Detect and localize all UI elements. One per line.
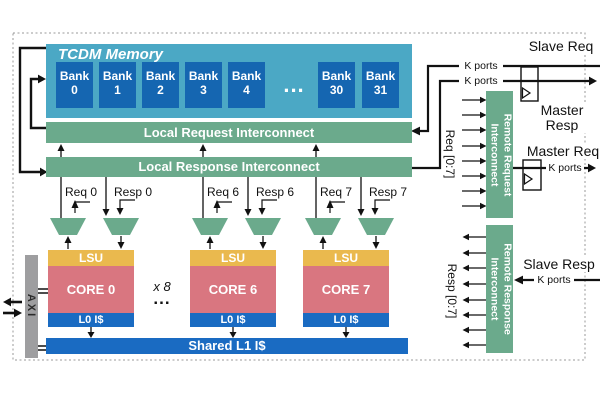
k-ports-label-slave-resp: K ports <box>534 274 574 286</box>
times-8-label: x 8 <box>153 279 171 294</box>
register-clock-triangle <box>523 172 534 186</box>
k-ports-label-slave-req: K ports <box>459 60 503 72</box>
arrowhead-down <box>258 208 266 215</box>
axi-label: AXI <box>25 293 37 319</box>
remote-response-line1: Remote Response <box>501 243 513 335</box>
arrowhead <box>357 209 365 216</box>
resp-mux-trapezoid <box>358 218 394 235</box>
arrowhead-up <box>71 200 79 208</box>
resp-range-label: Resp [0:7] <box>445 263 459 319</box>
arrowhead <box>229 332 237 338</box>
req-mux-trapezoid <box>192 218 228 235</box>
arrowhead <box>87 332 95 338</box>
arrowhead <box>342 332 350 338</box>
req-range-label: Req [0:7] <box>443 129 457 179</box>
remote-response-interconnect: Remote Response Interconnect <box>486 225 513 353</box>
axi-port-bar: AXI <box>25 255 38 358</box>
arrowhead <box>372 242 380 249</box>
arrowhead-into-tcdm <box>38 74 46 84</box>
core-0: CORE 0 <box>48 266 134 313</box>
core-7: CORE 7 <box>303 266 389 313</box>
resp-mux-trapezoid <box>103 218 139 235</box>
resp7-direction-arrow <box>374 199 390 209</box>
slave-req-label: Slave Req <box>522 39 600 54</box>
k-ports-label-master-resp: K ports <box>459 75 503 87</box>
arrowhead-down <box>371 208 379 215</box>
arrowhead-up <box>326 200 334 208</box>
slave-resp-label: Slave Resp <box>518 257 600 272</box>
arrowhead <box>64 236 72 243</box>
k-ports-label-master-req: K ports <box>546 162 584 174</box>
resp-mux-trapezoid <box>245 218 281 235</box>
arrowhead-into-remote-response <box>514 275 523 285</box>
arrowhead-down <box>116 208 124 215</box>
lsu-core0: LSU <box>48 250 134 266</box>
remote-request-line1: Remote Request <box>501 113 513 196</box>
l0-cache-core7: L0 I$ <box>303 313 389 327</box>
local-request-interconnect: Local Request Interconnect <box>46 122 412 143</box>
resp-stub-arrowheads <box>462 233 469 349</box>
local-response-interconnect: Local Response Interconnect <box>46 157 412 177</box>
arrowhead-master-req-out <box>588 163 596 173</box>
arrowhead <box>319 236 327 243</box>
arrowhead-master-resp-out <box>589 76 597 86</box>
axi-bus-connectors <box>38 288 48 351</box>
tcdm-title: TCDM Memory <box>58 46 164 63</box>
register-clock-triangle <box>521 86 532 100</box>
arrowhead-axi-out <box>3 297 11 307</box>
req-mux-trapezoid <box>305 218 341 235</box>
l0-cache-core0: L0 I$ <box>48 313 134 327</box>
req0-label: Req 0 <box>64 185 98 199</box>
core-6: CORE 6 <box>190 266 276 313</box>
wire-slave-req <box>420 64 600 133</box>
cluster-dashed-border <box>12 32 586 361</box>
arrowhead <box>259 242 267 249</box>
arrowhead <box>312 144 320 151</box>
remote-request-line2: Interconnect <box>488 122 500 186</box>
resp6-direction-arrow <box>261 199 277 209</box>
bank-ellipsis: ... <box>283 72 305 97</box>
l0-cache-core6: L0 I$ <box>190 313 276 327</box>
lsu-core6: LSU <box>190 250 276 266</box>
req-stub-arrows <box>462 99 480 207</box>
arrowhead <box>57 144 65 151</box>
master-resp-label: Master Resp <box>524 103 600 133</box>
req-mux-trapezoid <box>50 218 86 235</box>
arrowhead <box>206 236 214 243</box>
wire-master-resp <box>412 79 589 170</box>
arrowhead <box>102 209 110 216</box>
master-req-label: Master Req <box>526 143 600 159</box>
arrowhead-into-response-bar <box>40 167 48 177</box>
register-slave-req <box>520 66 539 102</box>
wire-memory-to-response <box>18 46 46 174</box>
resp-stub-arrows <box>469 236 486 346</box>
wire-request-to-memory <box>29 77 46 130</box>
arrowhead-into-request-bar <box>411 126 420 136</box>
shared-l1-cache: Shared L1 I$ <box>46 338 408 354</box>
remote-response-line2: Interconnect <box>488 257 500 321</box>
remote-request-interconnect: Remote Request Interconnect <box>486 91 513 218</box>
lsu-core7: LSU <box>303 250 389 266</box>
arrowhead-axi-in <box>14 308 22 318</box>
req7-label: Req 7 <box>319 185 353 199</box>
arrowhead-up <box>213 200 221 208</box>
resp7-label: Resp 7 <box>368 185 408 199</box>
arrowhead <box>199 144 207 151</box>
resp0-direction-arrow <box>119 199 135 209</box>
req-stub-arrowheads <box>480 96 487 210</box>
core-ellipsis: ... <box>153 289 171 308</box>
resp6-label: Resp 6 <box>255 185 295 199</box>
req6-label: Req 6 <box>206 185 240 199</box>
arrowhead <box>244 209 252 216</box>
resp0-label: Resp 0 <box>113 185 153 199</box>
arrowhead <box>117 242 125 249</box>
